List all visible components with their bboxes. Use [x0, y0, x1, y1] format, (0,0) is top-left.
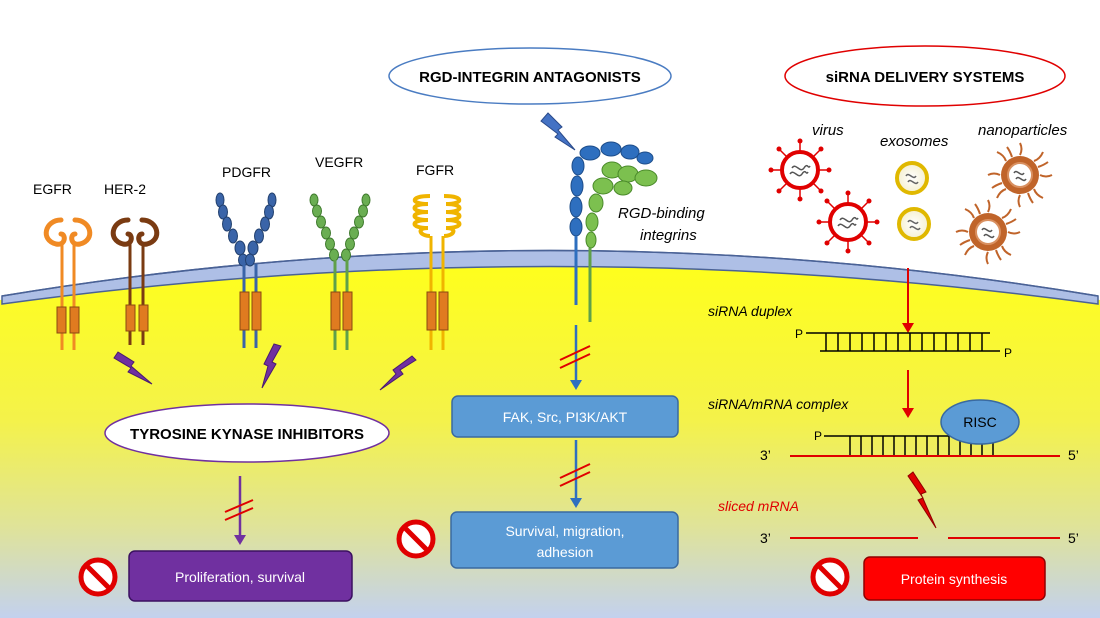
nanoparticle-icon	[987, 142, 1053, 208]
integrin-label-line1: RGD-binding	[618, 205, 705, 222]
egfr-receptor	[43, 217, 93, 350]
lightning-icon	[261, 343, 282, 389]
exosome-icon	[895, 161, 929, 195]
sirna-header-oval	[784, 45, 1066, 107]
svg-text:3’: 3’	[760, 530, 771, 546]
fgfr-label: FGFR	[416, 162, 454, 178]
svg-text:5’: 5’	[1068, 447, 1079, 463]
prohibited-icon	[396, 519, 436, 559]
survival-box	[450, 511, 679, 569]
arrow-icon	[902, 408, 914, 418]
nanoparticle-icon	[955, 199, 1021, 265]
virus-icon	[768, 138, 832, 202]
lightning-icon	[113, 351, 153, 385]
tki-oval	[104, 403, 390, 463]
egfr-label: EGFR	[33, 181, 72, 197]
rgd-header-oval	[388, 47, 672, 105]
svg-text:P: P	[1004, 346, 1012, 360]
fgfr-receptor	[412, 194, 462, 350]
svg-text:P: P	[814, 429, 822, 443]
sirna-header: siRNA DELIVERY SYSTEMS	[826, 69, 1025, 86]
protein-synthesis-text: Protein synthesis	[901, 571, 1008, 587]
sirna-duplex: P P	[795, 327, 1012, 360]
svg-text:3’: 3’	[760, 447, 771, 463]
risc-label: RISC	[963, 414, 996, 430]
sirna-complex-label: siRNA/mRNA complex	[708, 396, 849, 412]
lightning-icon	[379, 355, 417, 391]
arrow-icon	[902, 323, 914, 333]
virus-icon	[816, 190, 880, 254]
virus-label: virus	[812, 122, 844, 139]
sirna-duplex-label: siRNA duplex	[708, 303, 793, 319]
her2-receptor	[110, 217, 160, 345]
svg-text:5’: 5’	[1068, 530, 1079, 546]
exosome-icon	[897, 207, 931, 241]
her2-label: HER-2	[104, 181, 146, 197]
fak-text: FAK, Src, PI3K/AKT	[503, 409, 628, 425]
prohibited-icon	[78, 557, 118, 597]
svg-text:P: P	[795, 327, 803, 341]
survival-text-line2: adhesion	[537, 544, 594, 560]
tki-header: TYROSINE KYNASE INHIBITORS	[130, 426, 364, 443]
arrow-icon	[234, 535, 246, 545]
prohibited-icon	[810, 557, 850, 597]
proliferation-box	[128, 550, 353, 602]
exosomes-label: exosomes	[880, 133, 949, 150]
vegfr-label: VEGFR	[315, 154, 363, 170]
pdgfr-label: PDGFR	[222, 164, 271, 180]
lightning-icon	[540, 112, 576, 151]
sliced-mrna: 3’ 5’	[760, 530, 1079, 546]
pdgfr-receptor	[215, 192, 277, 348]
integrin-label-line2: integrins	[640, 227, 697, 244]
sliced-mrna-label: sliced mRNA	[718, 498, 799, 514]
arrow-icon	[570, 498, 582, 508]
fak-box	[451, 395, 679, 438]
proliferation-text: Proliferation, survival	[175, 569, 305, 585]
protein-synthesis-box	[863, 556, 1046, 601]
survival-text-line1: Survival, migration,	[505, 523, 624, 539]
integrin-receptor	[569, 141, 658, 322]
lightning-icon	[907, 471, 937, 529]
sirna-mrna-complex: P 3’ 5’	[760, 429, 1079, 463]
arrow-icon	[570, 380, 582, 390]
nanoparticles-label: nanoparticles	[978, 122, 1068, 139]
risc-complex	[940, 399, 1020, 445]
rgd-header: RGD-INTEGRIN ANTAGONISTS	[419, 69, 641, 86]
vegfr-receptor	[309, 193, 371, 350]
